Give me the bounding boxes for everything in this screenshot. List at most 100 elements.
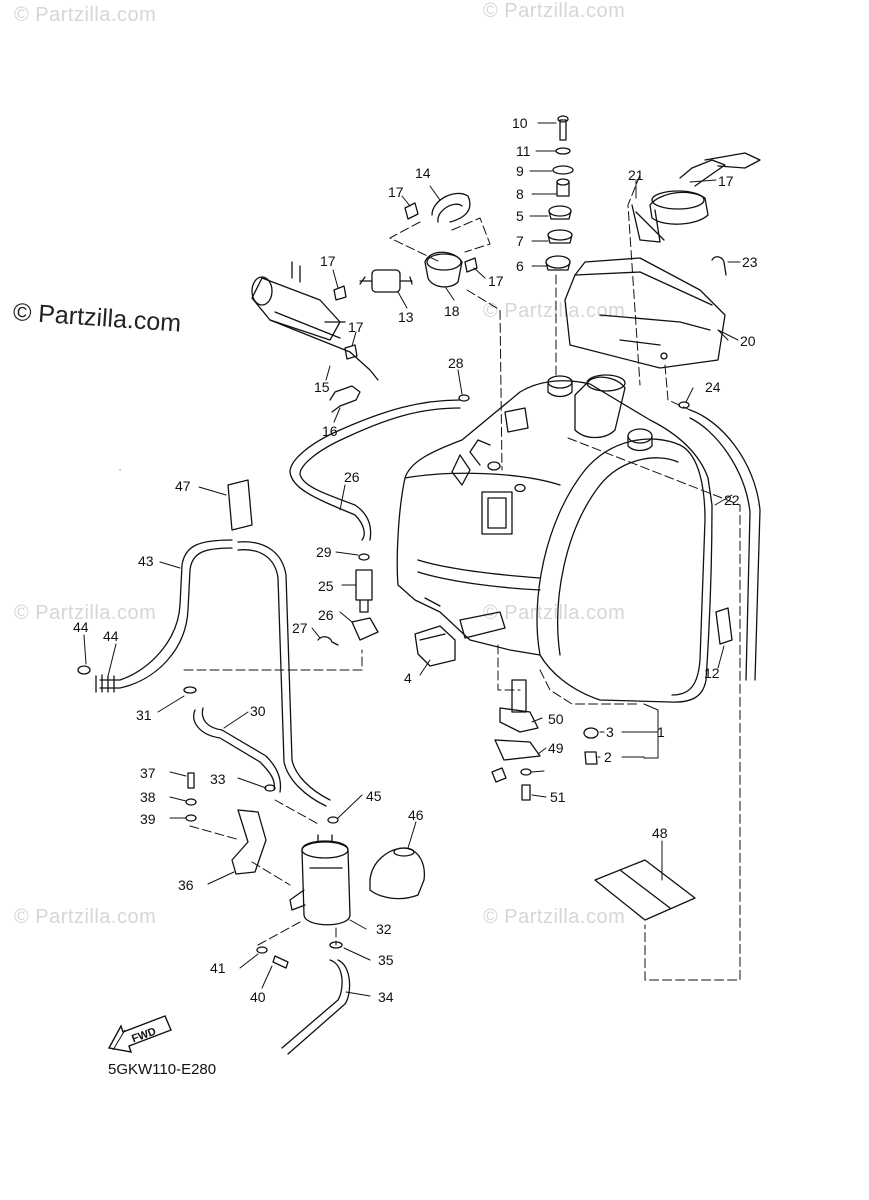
fuel-filter-32 [289,834,351,926]
watermark: © Partzilla.com [14,602,157,624]
callout-35: 35 [378,952,394,968]
callout-49: 50 [548,711,564,727]
callout-8: 8 [516,186,524,202]
hose-23 [711,256,727,276]
callout-29: 29 [316,544,332,560]
mounting-stack [545,115,574,271]
connector-lines [119,174,741,981]
callout-labels: 10 11 9 8 5 7 6 21 17 23 20 24 22 12 14 … [73,115,758,1005]
washer-41 [256,946,268,954]
clamp [344,344,358,360]
callout-31: 31 [136,707,152,723]
fuel-cap [649,152,761,225]
watermark: © Partzilla.com [14,906,157,928]
cover-45 [369,847,426,900]
clamp [333,285,347,301]
callout-20: 20 [740,333,756,349]
clamp-46 [227,479,253,531]
fuel-filter-small [359,269,413,293]
clamp-31 [183,686,197,694]
callout-17: 17 [388,184,404,200]
callout-2: 2 [604,749,612,765]
callout-6: 6 [516,258,524,274]
callout-27: 27 [292,620,308,636]
callout-14: 14 [415,165,431,181]
callout-19: 17 [718,173,734,189]
bracket-16 [329,385,361,413]
callout-4: 4 [404,670,412,686]
hose-28 [289,399,461,541]
callout-41: 41 [210,960,226,976]
fitting-25 [355,569,373,601]
callout-3: 3 [606,724,614,740]
grommet-18 [424,251,463,288]
callout-22: 22 [724,492,740,508]
callout-39: 39 [140,811,156,827]
callout-50: 51 [550,789,566,805]
callout-26: 26 [318,607,334,623]
clamp-44b [327,816,339,824]
hose-34 [281,959,343,1049]
washer-51 [520,768,532,776]
watermark: © Partzilla.com [483,300,626,322]
callout-13: 13 [398,309,414,325]
spring-43 [95,674,115,693]
hose-42 [99,539,233,681]
clamp-29 [458,394,470,402]
callout-45: 46 [408,807,424,823]
callout-30: 30 [250,703,266,719]
callout-24: 24 [705,379,721,395]
diagram-code: 5GKW110-E280 [108,1061,217,1078]
rubber-4 [414,625,456,667]
bracket [631,204,661,243]
callout-17: 17 [348,319,364,335]
hose-42b [237,541,331,801]
callout-21: 21 [628,167,644,183]
clamp-29b [358,553,370,561]
callout-33: 33 [210,771,226,787]
evap-canister [251,261,379,381]
callout-17: 17 [320,253,336,269]
clip-26 [351,617,379,641]
callout-25: 25 [318,578,334,594]
fuel-cock [499,707,539,733]
label-47 [594,859,696,921]
callout-46: 47 [175,478,191,494]
callout-28: 26 [344,469,360,485]
hose-22 [689,409,761,681]
callout-5: 5 [516,208,524,224]
callout-42: 43 [138,553,154,569]
callout-34: 34 [378,989,394,1005]
forward-arrow-icon: FWD [107,1015,172,1053]
clamp-44 [77,665,91,675]
callout-38: 38 [140,789,156,805]
damper-3 [583,727,599,739]
watermark: © Partzilla.com [483,906,626,928]
bolt-50 [521,784,531,801]
callout-23: 23 [742,254,758,270]
washer-39 [185,814,197,822]
watermark: © Partzilla.com [483,0,626,22]
bracket-wire [635,211,665,241]
callout-29: 28 [448,355,464,371]
watermark: © Partzilla.com [14,4,157,26]
fuel-tank [396,374,713,703]
bolt-37 [187,772,195,789]
callout-15: 15 [314,379,330,395]
callout-43: 44 [103,628,119,644]
bolt-40 [272,955,289,969]
bracket-12 [715,607,733,645]
watermark: © Partzilla.com [483,602,626,624]
callout-18: 18 [444,303,460,319]
callout-1: 1 [657,724,665,740]
callout-44: 44 [73,619,89,635]
clamp [404,202,419,220]
callout-40: 40 [250,989,266,1005]
hose-30 [193,709,276,791]
hose-14 [431,192,471,223]
callout-44: 45 [366,788,382,804]
screw-27 [317,636,339,646]
bolt-2 [584,751,598,765]
callout-16: 16 [322,423,338,439]
